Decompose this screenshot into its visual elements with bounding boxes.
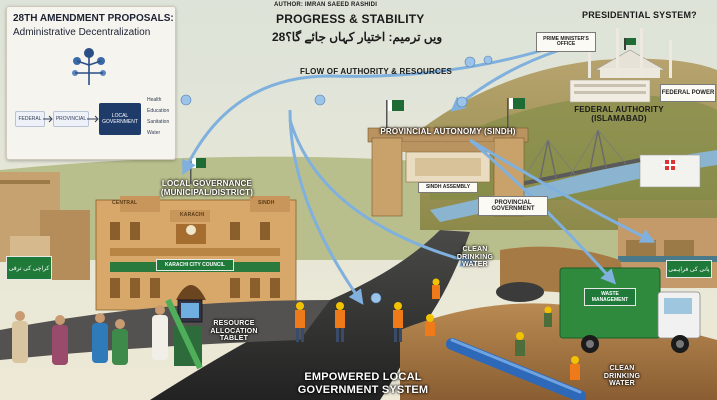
- sindh-building-sign: SINDH: [258, 200, 275, 206]
- card-subtitle: Administrative Decentralization: [13, 27, 151, 38]
- card-title: 28TH AMENDMENT PROPOSALS:: [13, 13, 174, 24]
- resource-tablet-label: RESOURCE ALLOCATION TABLET: [210, 320, 258, 343]
- clean-water-bottom-label: CLEAN DRINKING WATER: [603, 365, 641, 388]
- presidential-system-label: PRESIDENTIAL SYSTEM?: [582, 10, 697, 20]
- city-council-sign: KARACHI CITY COUNCIL: [156, 259, 234, 271]
- urdu-headline: 28ویں ترمیم: اختیار کہاں جائے گا؟: [272, 30, 443, 44]
- pm-office-tag: PRIME MINISTER'S OFFICE: [536, 32, 596, 52]
- services-list: Health Education Sanitation Water: [147, 95, 169, 139]
- federal-power-tag: FEDERAL POWER: [660, 84, 716, 102]
- provincial-autonomy-label: PROVINCIAL AUTONOMY (SINDH): [380, 127, 516, 136]
- gear-icons: [180, 55, 493, 304]
- service-sanitation: Sanitation: [147, 119, 170, 125]
- urdu-right-sign: پانی کی فراہمی: [666, 260, 712, 278]
- flow-authority-label: FLOW OF AUTHORITY & RESOURCES: [300, 67, 453, 76]
- sindh-assembly-tag: SINDH ASSEMBLY: [418, 182, 478, 193]
- author-credit: AUTHOR: IMRAN SAEED RASHIDI: [274, 2, 378, 8]
- provincial-government-tag: PROVINCIAL GOVERNMENT: [478, 196, 548, 216]
- federal-building: [569, 79, 651, 103]
- service-health: Health: [147, 97, 162, 103]
- network-tree-icon: [72, 48, 106, 85]
- karachi-sign: KARACHI: [180, 212, 205, 218]
- water-pipe: [446, 338, 586, 400]
- hospital-building: [639, 154, 701, 188]
- flow-arrow-icons: [43, 115, 99, 123]
- local-governance-label: LOCAL GOVERNANCE (MUNICIPAL/DISTRICT): [160, 179, 254, 197]
- faisal-mosque: [588, 28, 672, 78]
- pakistan-flag: [507, 98, 525, 128]
- amendment-info-card: 28TH AMENDMENT PROPOSALS: Administrative…: [6, 6, 176, 160]
- authority-flow-arrows: [182, 43, 656, 305]
- pakistan-flag: [386, 100, 404, 130]
- resource-tablet-kiosk: [165, 298, 203, 370]
- empowered-system-banner: EMPOWERED LOCAL GOVERNMENT SYSTEM: [297, 371, 429, 396]
- waste-management-sign: WASTE MANAGEMENT: [584, 288, 636, 306]
- left-town: [0, 172, 90, 280]
- header-title: PROGRESS & STABILITY: [276, 12, 425, 26]
- flow-local-box: LOCAL GOVERNMENT: [99, 103, 141, 135]
- flow-federal-box: FEDERAL: [15, 111, 45, 127]
- federal-authority-label: FEDERAL AUTHORITY (ISLAMABAD): [574, 105, 664, 123]
- citizens: [12, 305, 168, 365]
- clean-water-top-label: CLEAN DRINKING WATER: [456, 246, 494, 269]
- service-water: Water: [147, 130, 161, 136]
- service-education: Education: [147, 108, 170, 114]
- central-sign: CENTRAL: [112, 200, 138, 206]
- workers: [295, 278, 580, 380]
- rubble-pile: [496, 282, 544, 302]
- urdu-left-sign: کراچی کی ترقی: [6, 256, 52, 280]
